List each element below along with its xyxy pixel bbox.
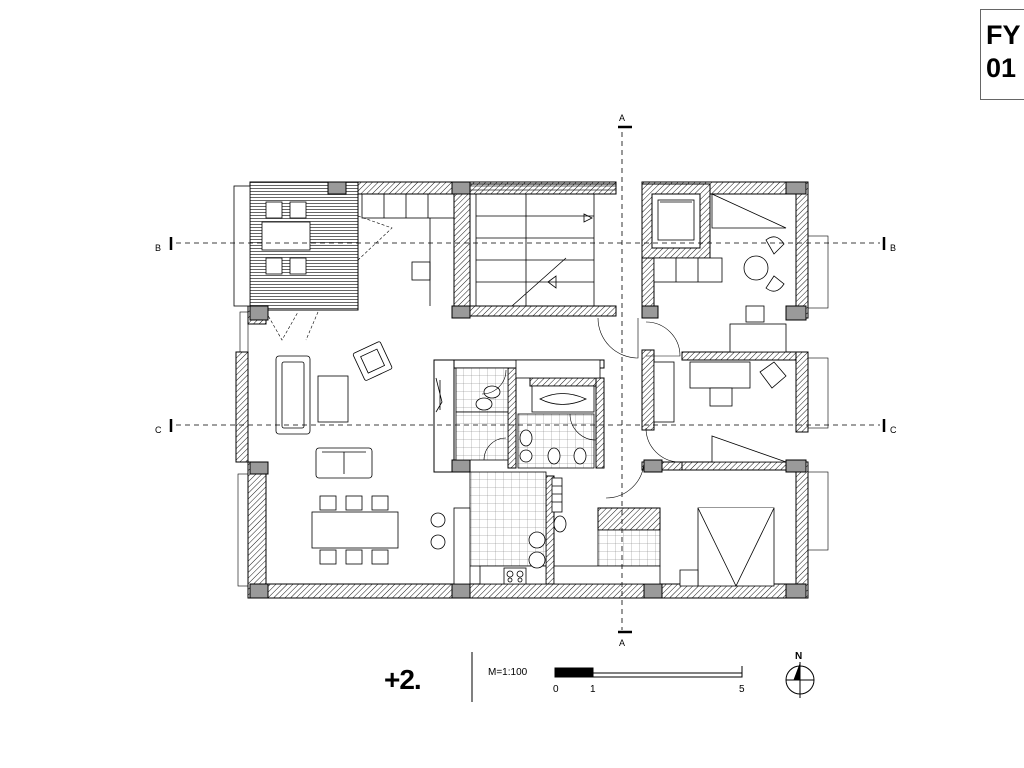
balcony-deck [233,181,393,341]
section-label-a-top: A [619,113,626,123]
scale-title: M=1:100 [488,667,528,678]
section-label-c-right: C [890,425,897,435]
balcony-table [261,201,311,275]
stair-core [361,183,617,317]
scale-bar [471,652,743,702]
section-label-b-left: B [155,243,162,253]
floor-level-label: +2. [384,664,422,695]
scale-tick-1: 1 [590,684,596,695]
scale-tick-5: 5 [739,684,745,695]
north-label: N [795,651,803,662]
dining-table [311,495,446,565]
section-label-a-bottom: A [619,638,626,648]
balcony-door-swing [265,215,393,341]
section-markers [169,125,886,634]
windows [237,185,829,587]
section-label-b-right: B [890,243,897,253]
living-room-furniture [275,341,443,479]
north-arrow-icon [785,662,815,698]
section-lines [176,132,880,630]
section-label-c-left: C [155,425,162,435]
elevator [641,183,711,259]
sheet-code: FY [986,20,1021,50]
bedroom-furniture [653,193,787,587]
sheet-number-tag: FY 01 [980,9,1024,100]
scale-tick-0: 0 [553,684,559,695]
sheet-number: 01 [986,53,1017,83]
door-swings [481,317,681,499]
structural-columns [249,181,807,599]
sanitary-fixtures [475,385,595,585]
